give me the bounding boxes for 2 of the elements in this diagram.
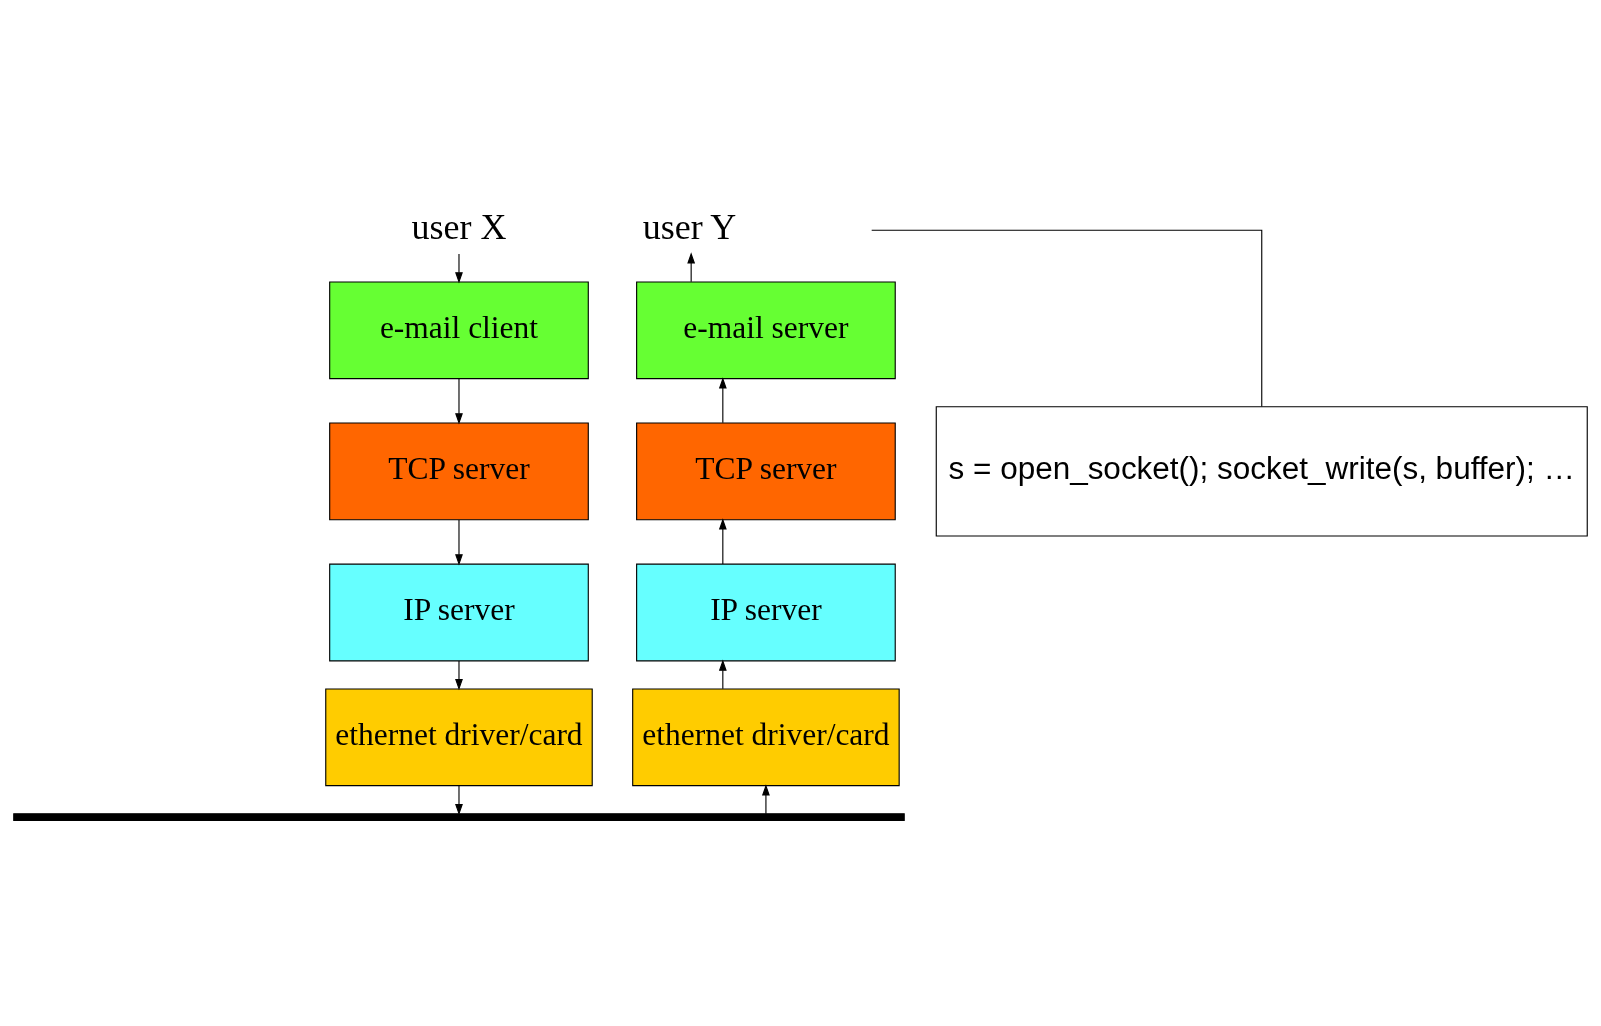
- node-text: user Y: [642, 206, 737, 247]
- node-text: user X: [411, 206, 507, 247]
